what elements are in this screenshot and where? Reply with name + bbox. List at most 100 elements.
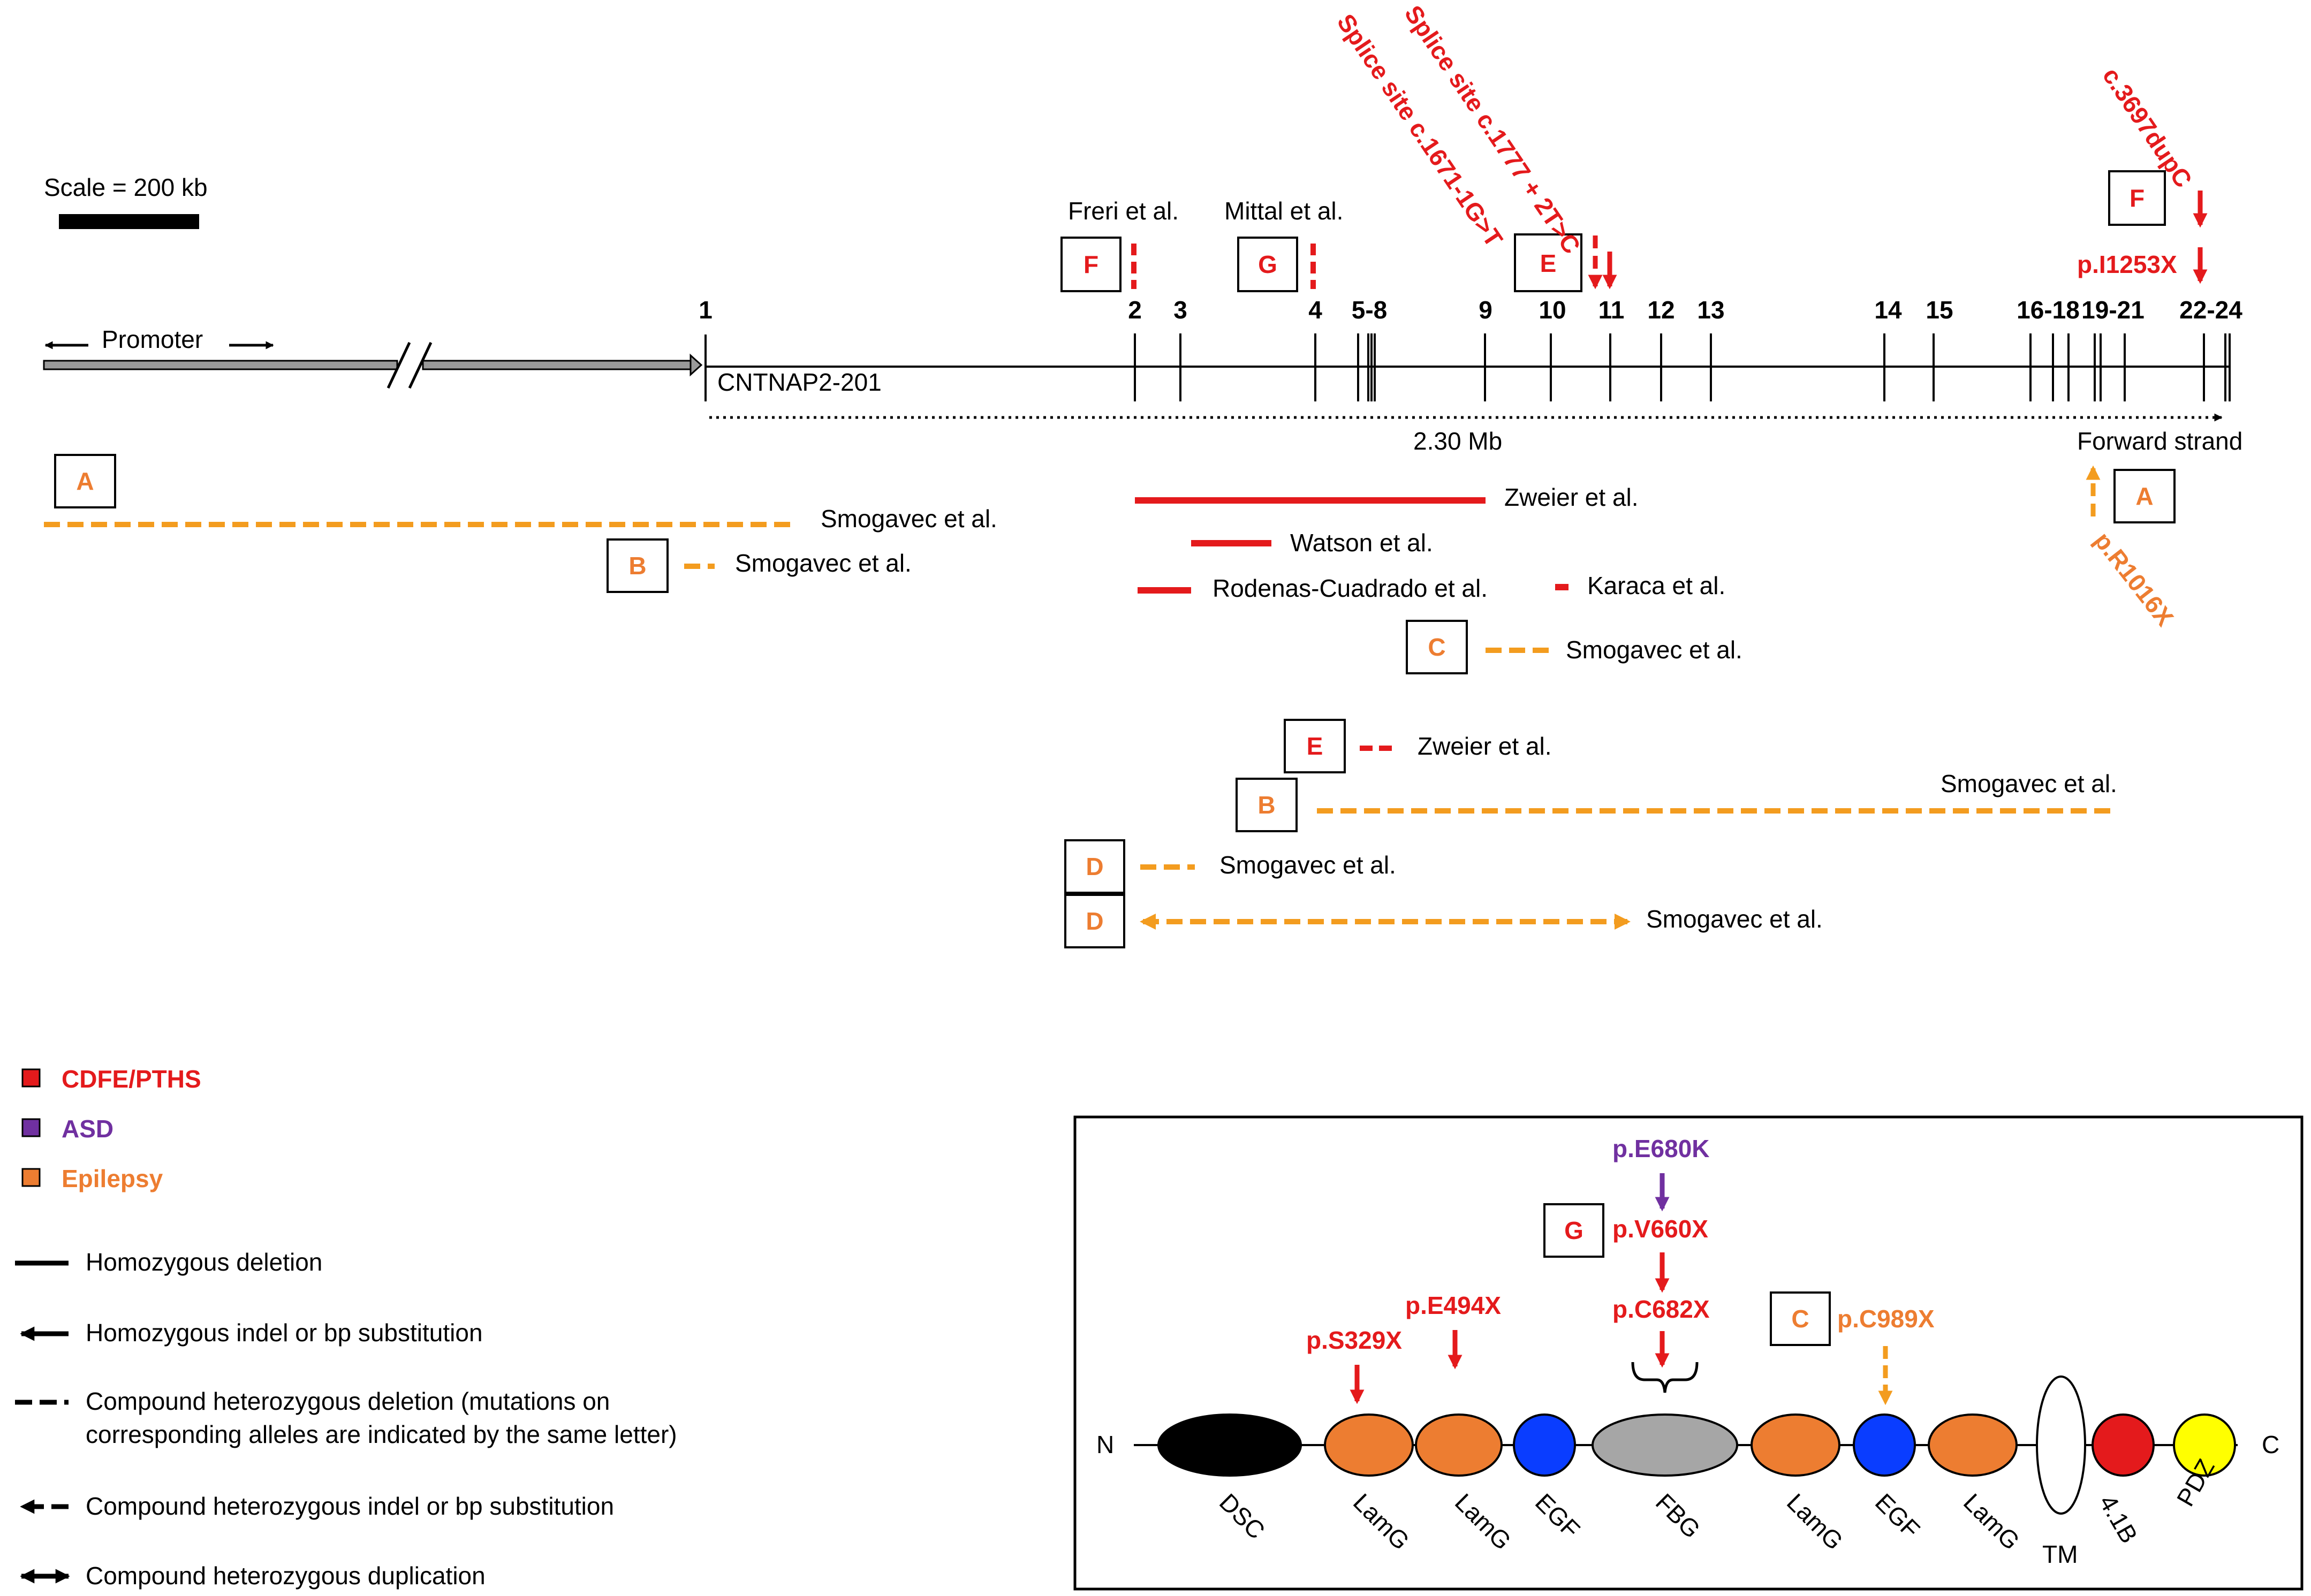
legend-text-compound-duplication: Compound heterozygous duplication — [86, 1562, 486, 1590]
exon-label: 11 — [1598, 296, 1625, 324]
letter-box-c2 — [1770, 1291, 1831, 1346]
transcript-label: CNTNAP2-201 — [717, 368, 882, 396]
domain-tm — [2036, 1375, 2086, 1515]
axis-break-2 — [408, 341, 433, 389]
legend-label-cdfe: CDFE/PTHS — [62, 1065, 201, 1093]
promoter-arrow-head — [689, 353, 703, 377]
length-label: 2.30 Mb — [1413, 427, 1502, 455]
legend-text-homozygous-deletion: Homozygous deletion — [86, 1248, 322, 1276]
smog-b2-label: Smogavec et al. — [1941, 770, 2117, 797]
letter-box-b2 — [1236, 778, 1298, 832]
letter-d2: D — [1086, 907, 1103, 935]
legend-swatch-cdfe — [21, 1068, 41, 1088]
freri-label: Freri et al. — [1068, 197, 1179, 225]
exon-ticks — [1134, 333, 2231, 401]
legend-text-compound-deletion-1: Compound heterozygous deletion (mutation… — [86, 1387, 610, 1415]
exon-label: 2 — [1128, 296, 1142, 324]
domain-4-1b — [2092, 1413, 2155, 1477]
letter-a2: A — [2135, 482, 2153, 510]
letter-box-d2 — [1064, 894, 1125, 948]
exon-label: 12 — [1647, 296, 1674, 324]
mutation-c682: p.C682X — [1612, 1295, 1710, 1323]
domain-lamg-4 — [1928, 1413, 2018, 1477]
legend-text-compound-indel: Compound heterozygous indel or bp substi… — [86, 1492, 614, 1520]
legend-text-homozygous-indel: Homozygous indel or bp substitution — [86, 1319, 483, 1347]
letter-box-a1 — [54, 454, 116, 508]
rodenas-label: Rodenas-Cuadrado et al. — [1213, 574, 1488, 602]
legend-swatch-asd — [21, 1118, 41, 1137]
exon-label: 1 — [699, 296, 713, 324]
strand-label: Forward strand — [2077, 427, 2242, 455]
letter-c2: C — [1791, 1305, 1809, 1333]
zweier1-label: Zweier et al. — [1504, 483, 1639, 511]
top-annotations: Freri et al. F Mittal et al. G E Splice … — [1060, 1, 2208, 292]
letter-box-e2 — [1284, 719, 1346, 773]
watson-label: Watson et al. — [1290, 529, 1433, 557]
exon-label: 4 — [1308, 296, 1322, 324]
letter-a1: A — [76, 467, 94, 495]
letter-c1: C — [1428, 633, 1445, 661]
exon-label: 14 — [1874, 296, 1902, 324]
exon-label: 10 — [1539, 296, 1566, 324]
letter-g2: G — [1564, 1217, 1583, 1244]
exon-label: 3 — [1173, 296, 1187, 324]
promoter-bar-left — [43, 360, 398, 370]
smog-d1-label: Smogavec et al. — [1219, 851, 1396, 879]
promoter-label: Promoter — [102, 325, 203, 353]
mutation-v660: p.V660X — [1612, 1215, 1708, 1243]
karaca-label: Karaca et al. — [1587, 572, 1725, 599]
stop-label: p.I1253X — [2077, 250, 2177, 278]
mutation-e494: p.E494X — [1405, 1291, 1501, 1319]
mutation-s329: p.S329X — [1306, 1326, 1402, 1354]
letter-f2: F — [2130, 184, 2145, 212]
smog-b-label: Smogavec et al. — [735, 549, 912, 577]
protein-frame — [1073, 1115, 2304, 1591]
smog-d2-label: Smogavec et al. — [1646, 905, 1823, 933]
smog-c-label: Smogavec et al. — [1566, 636, 1742, 664]
protein-diagram: N C DSC LamG LamG EGF FBG LamG EGF LamG … — [1073, 1115, 2304, 1591]
axis-break-1 — [387, 341, 411, 389]
exon-label: 22-24 — [2179, 296, 2242, 324]
exon-label: 9 — [1479, 296, 1492, 324]
fbg-brace — [1631, 1362, 1699, 1393]
letter-box-c1 — [1406, 620, 1468, 674]
letter-e2: E — [1307, 732, 1323, 760]
promoter-bar-right — [422, 360, 692, 370]
letter-box-a2 — [2113, 469, 2176, 523]
letter-box-g1 — [1237, 237, 1298, 292]
domain-fbg — [1592, 1413, 1738, 1477]
n-terminus: N — [1096, 1431, 1114, 1458]
letter-box-g2 — [1543, 1203, 1604, 1258]
domain-lamg-3 — [1751, 1413, 1840, 1477]
domain-label-tm: TM — [2042, 1540, 2078, 1568]
mittal-label: Mittal et al. — [1224, 197, 1343, 225]
letter-d1: D — [1086, 853, 1103, 880]
exon-label: 15 — [1926, 296, 1953, 324]
promoter: Promoter — [43, 325, 703, 389]
letter-box-e1 — [1514, 233, 1582, 292]
mutation-e680: p.E680K — [1612, 1135, 1710, 1162]
lower-annotations: A Smogavec et al. B Smogavec et al. Zwei… — [44, 454, 2179, 948]
letter-box-b1 — [607, 538, 669, 593]
mutation-c989: p.C989X — [1837, 1305, 1935, 1333]
letter-g1: G — [1258, 250, 1277, 278]
legend-swatch-epilepsy — [21, 1168, 41, 1187]
domain-pdz — [2173, 1413, 2236, 1477]
letter-f1: F — [1083, 250, 1098, 278]
domain-dsc — [1157, 1413, 1302, 1477]
c-terminus: C — [2262, 1431, 2279, 1458]
smog-a-label: Smogavec et al. — [821, 505, 997, 533]
exon-label: 19-21 — [2081, 296, 2145, 324]
scale-label: Scale = 200 kb — [44, 173, 208, 201]
legend-label-asd: ASD — [62, 1115, 113, 1143]
letter-b2: B — [1257, 791, 1275, 819]
domain-lamg-2 — [1415, 1413, 1503, 1477]
letter-b1: B — [628, 552, 646, 580]
domain-lamg-1 — [1324, 1413, 1414, 1477]
exon-label: 16-18 — [2017, 296, 2080, 324]
legend: CDFE/PTHS ASD Epilepsy Homozygous deleti… — [15, 1065, 677, 1590]
letter-box-f1 — [1060, 237, 1122, 292]
legend-text-compound-deletion-2: corresponding alleles are indicated by t… — [86, 1420, 677, 1448]
